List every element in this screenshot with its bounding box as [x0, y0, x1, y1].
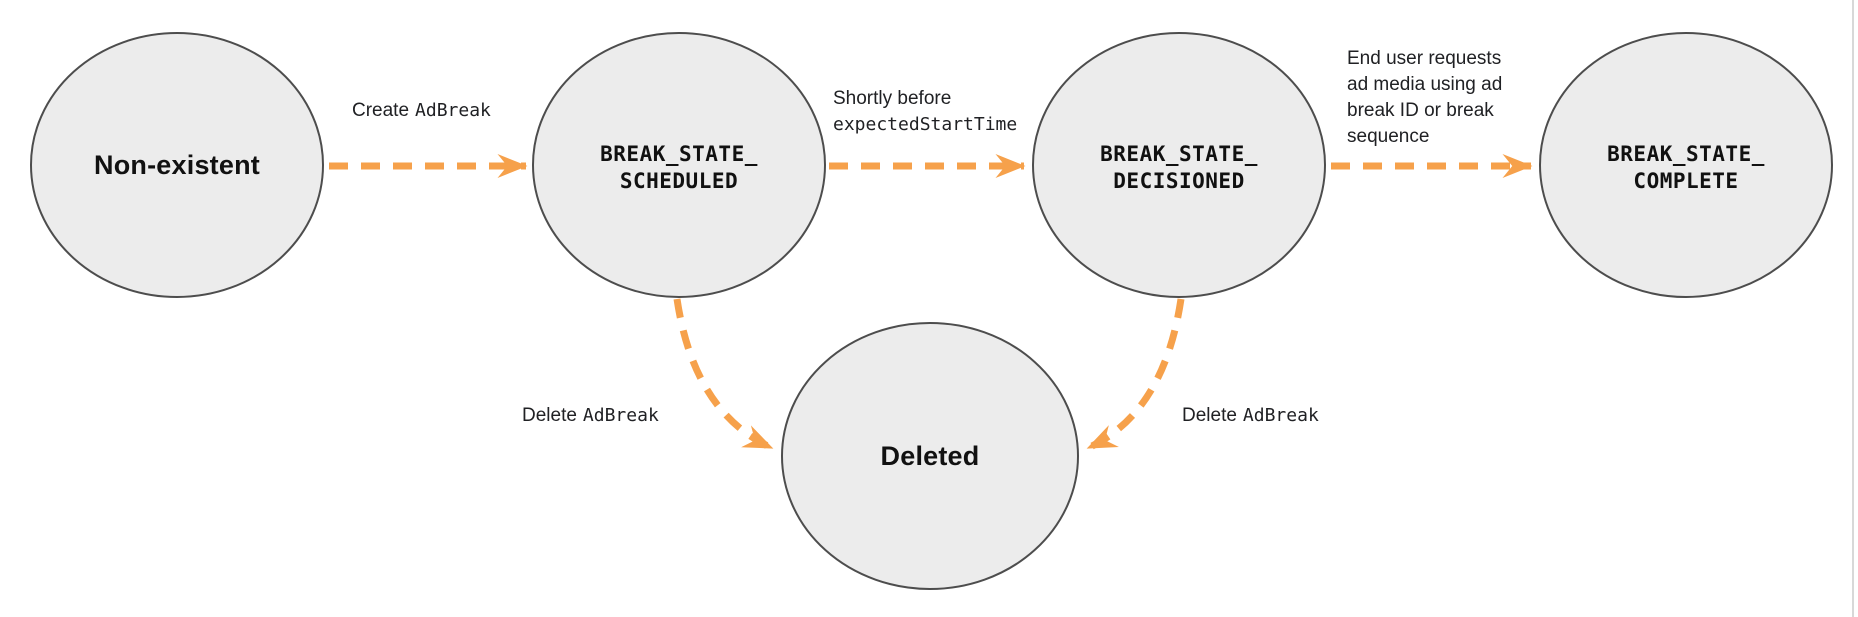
state-node-break-state-complete	[1539, 32, 1833, 298]
page-right-edge-divider	[1852, 0, 1854, 617]
edge-label-text: Delete	[522, 405, 577, 426]
edge-label-line: sequence	[1347, 126, 1430, 147]
edge-label-code: expectedStartTime	[833, 114, 1018, 135]
state-node-non-existent	[30, 32, 324, 298]
edge-label-line: End user requests	[1347, 48, 1502, 69]
edge-label-code: AdBreak	[415, 100, 491, 121]
edge-label-text: Shortly before	[833, 88, 952, 109]
edge-label-text: Delete	[1182, 405, 1237, 426]
state-node-break-state-decisioned	[1032, 32, 1326, 298]
edge-label-code: AdBreak	[582, 405, 659, 426]
edge-label-code: AdBreak	[1242, 405, 1319, 426]
arrow-delete-adbreak-from-decisioned	[1086, 298, 1185, 452]
state-node-deleted	[781, 322, 1079, 590]
edge-label-text: Create	[352, 100, 410, 121]
edge-label-line: ad media using ad	[1347, 74, 1503, 95]
edge-label-shortly-before: Shortly before expectedStartTime	[833, 86, 1017, 138]
arrow-delete-adbreak-from-scheduled	[673, 298, 774, 452]
state-node-break-state-scheduled	[532, 32, 826, 298]
edge-label-line: break ID or break	[1347, 100, 1494, 121]
edge-label-end-user-requests: End user requests ad media using ad brea…	[1347, 46, 1502, 150]
